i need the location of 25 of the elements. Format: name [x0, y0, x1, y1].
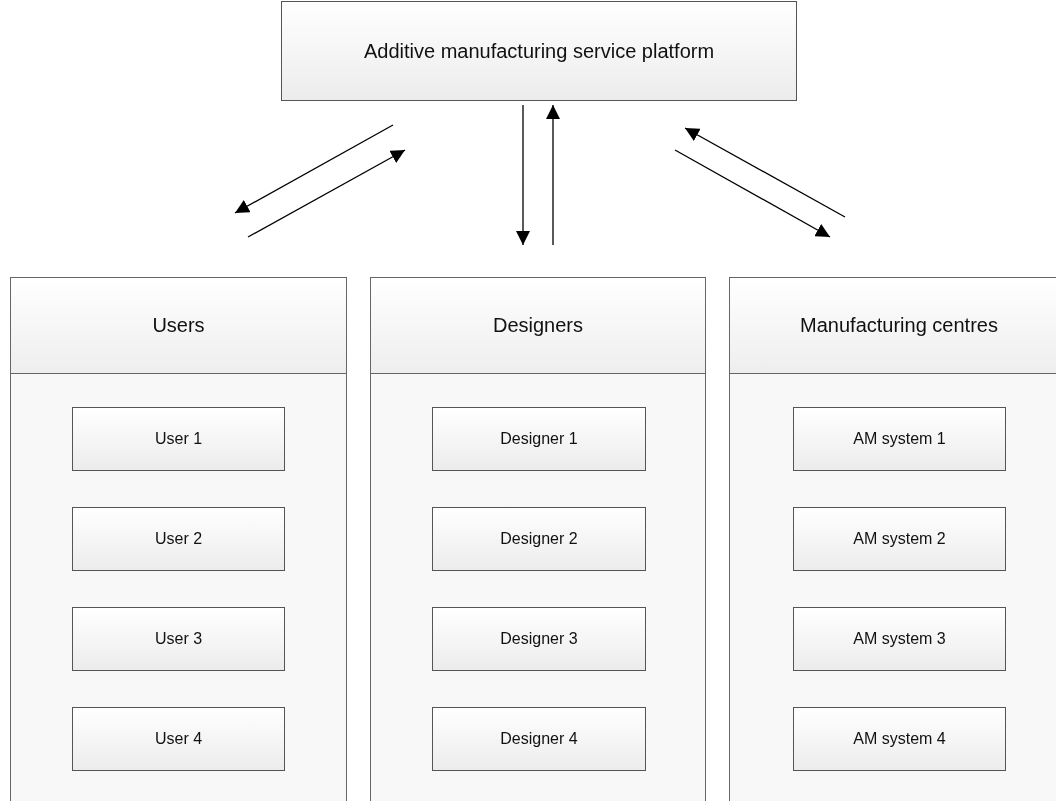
- item-box: User 4: [72, 707, 285, 771]
- panel-header: Users: [11, 278, 346, 374]
- item-box: Designer 4: [432, 707, 646, 771]
- group-panel: [729, 277, 1056, 801]
- panel-header: Manufacturing centres: [730, 278, 1056, 374]
- panel-header: Designers: [371, 278, 705, 374]
- arrow: [546, 104, 560, 246]
- arrow: [674, 149, 831, 238]
- item-box: Designer 2: [432, 507, 646, 571]
- item-box: AM system 3: [793, 607, 1006, 671]
- arrow: [516, 104, 530, 246]
- item-box: Designer 3: [432, 607, 646, 671]
- item-box: AM system 2: [793, 507, 1006, 571]
- arrow: [234, 124, 394, 214]
- item-box: User 1: [72, 407, 285, 471]
- item-box: User 3: [72, 607, 285, 671]
- item-box: AM system 1: [793, 407, 1006, 471]
- platform-box: Additive manufacturing service platform: [281, 1, 797, 101]
- arrow: [247, 149, 406, 238]
- item-box: Designer 1: [432, 407, 646, 471]
- item-box: AM system 4: [793, 707, 1006, 771]
- item-box: User 2: [72, 507, 285, 571]
- arrow: [684, 127, 846, 218]
- group-panel: [370, 277, 706, 801]
- group-panel: [10, 277, 347, 801]
